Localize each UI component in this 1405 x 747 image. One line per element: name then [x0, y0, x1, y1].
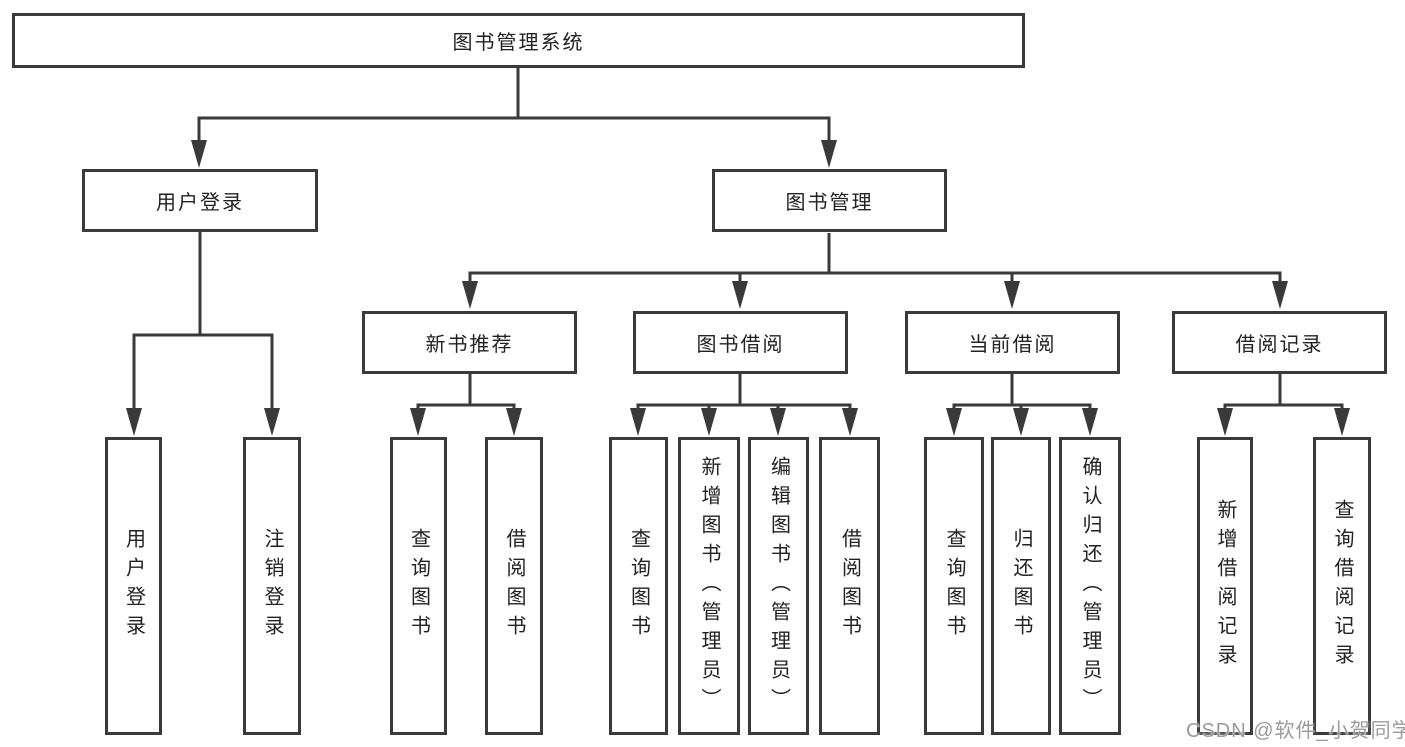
arrow-down: [1272, 281, 1288, 309]
leaf-add-borrow-record: 新增借阅记录: [1197, 437, 1253, 735]
connector-book-borrow-to-leaves: [630, 374, 858, 436]
leaf-query-books-3: 查询图书: [924, 437, 984, 735]
arrow-down: [630, 408, 646, 436]
leaf-return-books: 归还图书: [991, 437, 1051, 735]
connector-book-management-to-level3: [462, 233, 1288, 309]
arrow-down: [410, 408, 426, 436]
leaf-borrow-books-2: 借阅图书: [819, 437, 880, 735]
arrow-down: [701, 408, 717, 436]
connector-user-login-to-leaves: [126, 232, 280, 436]
arrow-down: [1082, 408, 1098, 436]
leaf-query-borrow-record: 查询借阅记录: [1313, 437, 1371, 735]
arrow-down: [821, 140, 837, 168]
leaf-confirm-return-admin-label: 确认归还（管理员）: [1079, 455, 1101, 717]
leaf-logout: 注销登录: [243, 437, 301, 735]
arrow-down: [770, 408, 786, 436]
leaf-query-books-2: 查询图书: [609, 437, 668, 735]
node-borrow-records-label: 借阅记录: [1235, 334, 1324, 356]
leaf-add-book-admin: 新增图书（管理员）: [678, 437, 740, 735]
leaf-edit-book-admin-label: 编辑图书（管理员）: [767, 455, 790, 717]
arrow-down: [732, 281, 748, 309]
arrow-down: [842, 408, 858, 436]
node-book-management: 图书管理: [712, 169, 947, 232]
leaf-borrow-books-1-label: 借阅图书: [503, 528, 525, 644]
leaf-return-books-label: 归还图书: [1010, 528, 1032, 644]
node-user-login-label: 用户登录: [156, 192, 244, 214]
node-new-book-recommend-label: 新书推荐: [425, 334, 514, 356]
leaf-query-books-3-label: 查询图书: [943, 528, 965, 644]
leaf-query-books-1-label: 查询图书: [407, 528, 430, 644]
leaf-borrow-books-2-label: 借阅图书: [838, 528, 861, 644]
arrow-down: [1013, 408, 1029, 436]
arrow-down: [506, 408, 522, 436]
arrow-down: [191, 140, 207, 168]
leaf-edit-book-admin: 编辑图书（管理员）: [748, 437, 809, 735]
node-new-book-recommend: 新书推荐: [362, 311, 577, 374]
arrow-down: [264, 408, 280, 436]
node-book-management-label: 图书管理: [785, 192, 874, 214]
arrow-down: [126, 408, 142, 436]
leaf-add-borrow-record-label: 新增借阅记录: [1214, 499, 1236, 673]
leaf-user-login-label: 用户登录: [122, 528, 145, 644]
node-current-borrow-label: 当前借阅: [968, 334, 1057, 356]
node-borrow-records: 借阅记录: [1172, 311, 1387, 374]
leaf-logout-label: 注销登录: [261, 528, 283, 644]
node-book-borrow: 图书借阅: [633, 311, 848, 374]
leaf-query-books-2-label: 查询图书: [627, 528, 650, 644]
leaf-confirm-return-admin: 确认归还（管理员）: [1059, 437, 1121, 735]
connector-new-book-recommend-to-leaves: [410, 374, 522, 436]
node-root: 图书管理系统: [12, 13, 1025, 68]
leaf-query-books-1: 查询图书: [390, 437, 447, 735]
node-root-label: 图书管理系统: [452, 32, 585, 54]
leaf-user-login: 用户登录: [105, 437, 162, 735]
node-user-login: 用户登录: [82, 169, 318, 232]
connector-root-to-level2: [191, 68, 837, 168]
connector-current-borrow-to-leaves: [946, 374, 1098, 436]
arrow-down: [946, 408, 962, 436]
leaf-borrow-books-1: 借阅图书: [485, 437, 543, 735]
watermark: CSDN @软件_小贺同学: [1186, 720, 1405, 742]
arrow-down: [462, 281, 478, 309]
node-current-borrow: 当前借阅: [905, 311, 1120, 374]
connector-borrow-records-to-leaves: [1217, 374, 1350, 436]
node-book-borrow-label: 图书借阅: [696, 334, 785, 356]
leaf-add-book-admin-label: 新增图书（管理员）: [698, 455, 720, 717]
leaf-query-borrow-record-label: 查询借阅记录: [1331, 499, 1353, 673]
arrow-down: [1004, 281, 1020, 309]
arrow-down: [1334, 408, 1350, 436]
arrow-down: [1217, 408, 1233, 436]
